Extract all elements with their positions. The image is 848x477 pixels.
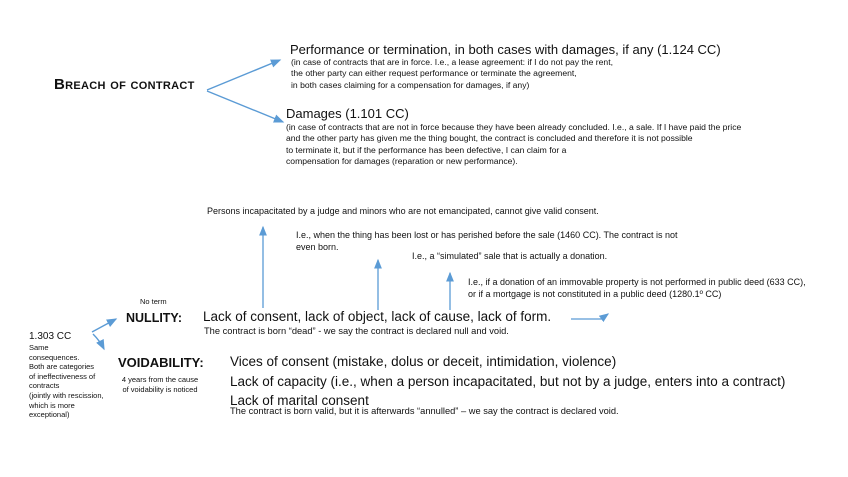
voidability-term-line: 4 years from the cause [121, 375, 199, 384]
cause-annotation: I.e., a “simulated” sale that is actuall… [412, 251, 608, 261]
cc-note-lines: Same consequences. Both are categories o… [29, 343, 104, 420]
cc-note-line: exceptional) [29, 410, 70, 420]
damages-note-line: and the other party has given me the thi… [286, 133, 693, 144]
voidability-term-note: 4 years from the cause of voidability is… [112, 375, 208, 394]
voidability-items: Vices of consent (mistake, dolus or dece… [230, 352, 785, 411]
voidability-label: VOIDABILITY: [118, 355, 204, 370]
cc-note-line: Both are categories [29, 362, 95, 372]
cc-note-line: of ineffectiveness of [29, 371, 96, 381]
cc-note-title: 1.303 CC [29, 331, 72, 342]
arrow-breach-to-damages [206, 90, 285, 123]
consent-annotation: Persons incapacitated by a judge and min… [207, 206, 599, 216]
object-annotation-line: I.e., when the thing has been lost or ha… [296, 230, 678, 240]
performance-option-title: Performance or termination, in both case… [290, 42, 721, 57]
damages-note-line: compensation for damages (reparation or … [286, 155, 518, 166]
cc-note-line: which is more [29, 400, 75, 410]
cc-note-line: contracts [29, 381, 60, 391]
voidability-item: Vices of consent (mistake, dolus or dece… [230, 354, 617, 369]
nullity-main-text: Lack of consent, lack of object, lack of… [203, 309, 552, 324]
object-annotation-line: even born. [296, 241, 339, 252]
object-annotation: I.e., when the thing has been lost or ha… [296, 230, 678, 253]
voidability-item: Lack of marital consent [230, 393, 369, 408]
nullity-label: NULLITY: [126, 311, 183, 325]
form-annotation: I.e., if a donation of an immovable prop… [468, 277, 806, 300]
damages-option-title: Damages (1.101 CC) [286, 106, 409, 121]
arrow-form-annotation [571, 313, 610, 323]
form-annotation-line: I.e., if a donation of an immovable prop… [468, 277, 806, 287]
voidability-item: Lack of capacity (i.e., when a person in… [230, 373, 786, 389]
performance-note-line: in both cases claiming for a compensatio… [291, 79, 530, 90]
no-term-note: No term [140, 297, 167, 306]
performance-note-line: (in case of contracts that are in force.… [291, 57, 613, 67]
performance-note-line: the other party can either request perfo… [291, 68, 577, 79]
arrow-note-to-nullity [91, 318, 118, 333]
damages-option-notes: (in case of contracts that are not in fo… [286, 122, 741, 167]
arrow-breach-to-performance [206, 59, 282, 91]
damages-note-line: to terminate it, but if the performance … [286, 144, 567, 155]
breach-heading: Breach of contract [54, 76, 195, 93]
nullity-sub-text: The contract is born “dead” - we say the… [204, 326, 509, 336]
form-annotation-line: or if a mortgage is not constituted in a… [468, 288, 722, 299]
voidability-term-line: of voidability is noticed [122, 384, 198, 394]
cc-note-line: consequences. [29, 352, 80, 362]
cc-note-line: Same [29, 343, 49, 352]
performance-option-notes: (in case of contracts that are in force.… [291, 57, 613, 91]
damages-note-line: (in case of contracts that are not in fo… [286, 122, 742, 132]
voidability-sub-text: The contract is born valid, but it is af… [230, 406, 619, 416]
cc-note-line: (jointly with rescission, [29, 390, 104, 400]
